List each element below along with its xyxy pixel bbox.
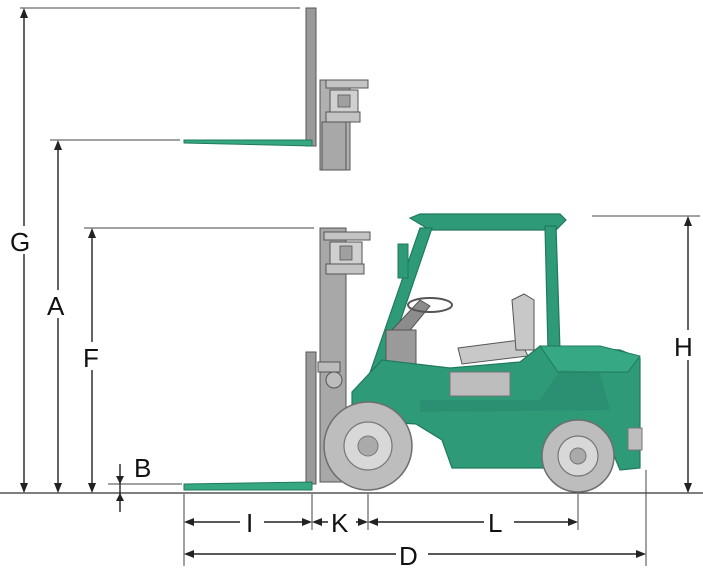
label-D: D [399,541,418,571]
extension-lines [20,7,700,566]
label-L: L [488,508,502,538]
label-I: I [246,508,253,538]
label-H: H [674,332,693,362]
fork [183,481,313,491]
raised-fork [183,139,313,147]
label-B: B [134,453,151,483]
label-A: A [47,291,65,321]
forklift-body [323,213,643,493]
label-F: F [83,343,99,373]
label-K: K [331,508,349,538]
label-G: G [10,227,30,257]
raised-mast [183,7,369,171]
